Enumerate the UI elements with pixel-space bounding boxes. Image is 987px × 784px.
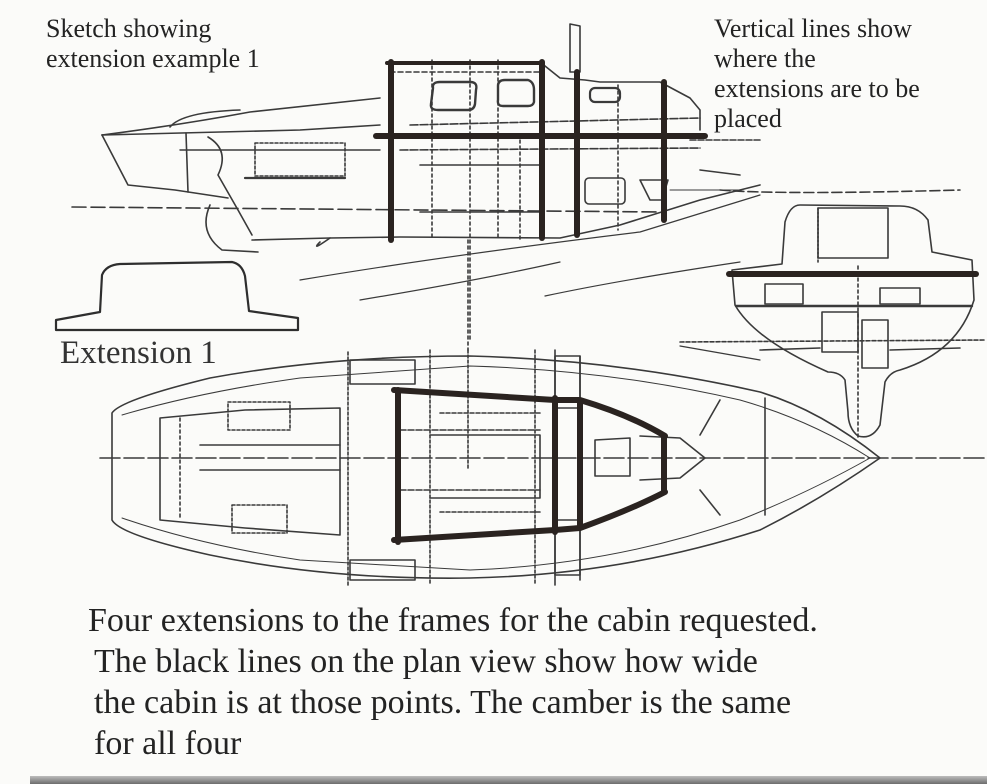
- top-right-caption: Vertical lines show where the extensions…: [714, 14, 920, 134]
- plan-view: [99, 349, 987, 586]
- section-view: [679, 204, 985, 441]
- description-text: Four extensions to the frames for the ca…: [88, 600, 818, 764]
- caption-line: Sketch showing: [46, 14, 212, 43]
- caption-line: extension example 1: [46, 44, 260, 73]
- top-left-caption: Sketch showing extension example 1: [46, 14, 260, 74]
- caption-line: extensions are to be: [714, 74, 920, 103]
- description-line: Four extensions to the frames for the ca…: [88, 602, 818, 639]
- side-profile-view: [71, 23, 761, 341]
- description-line: The black lines on the plan view show ho…: [94, 643, 758, 680]
- extension-label: Extension 1: [60, 335, 217, 371]
- description-line: for all four: [94, 725, 242, 762]
- extension-1-outline: [54, 260, 300, 332]
- caption-line: Vertical lines show: [714, 14, 912, 43]
- caption-line: placed: [714, 104, 782, 133]
- extension-lines-plan: [391, 387, 668, 545]
- scan-edge-shadow: [30, 776, 987, 784]
- extension-lines-profile: [373, 59, 708, 243]
- caption-line: where the: [714, 44, 816, 73]
- description-line: the cabin is at those points. The camber…: [94, 684, 792, 721]
